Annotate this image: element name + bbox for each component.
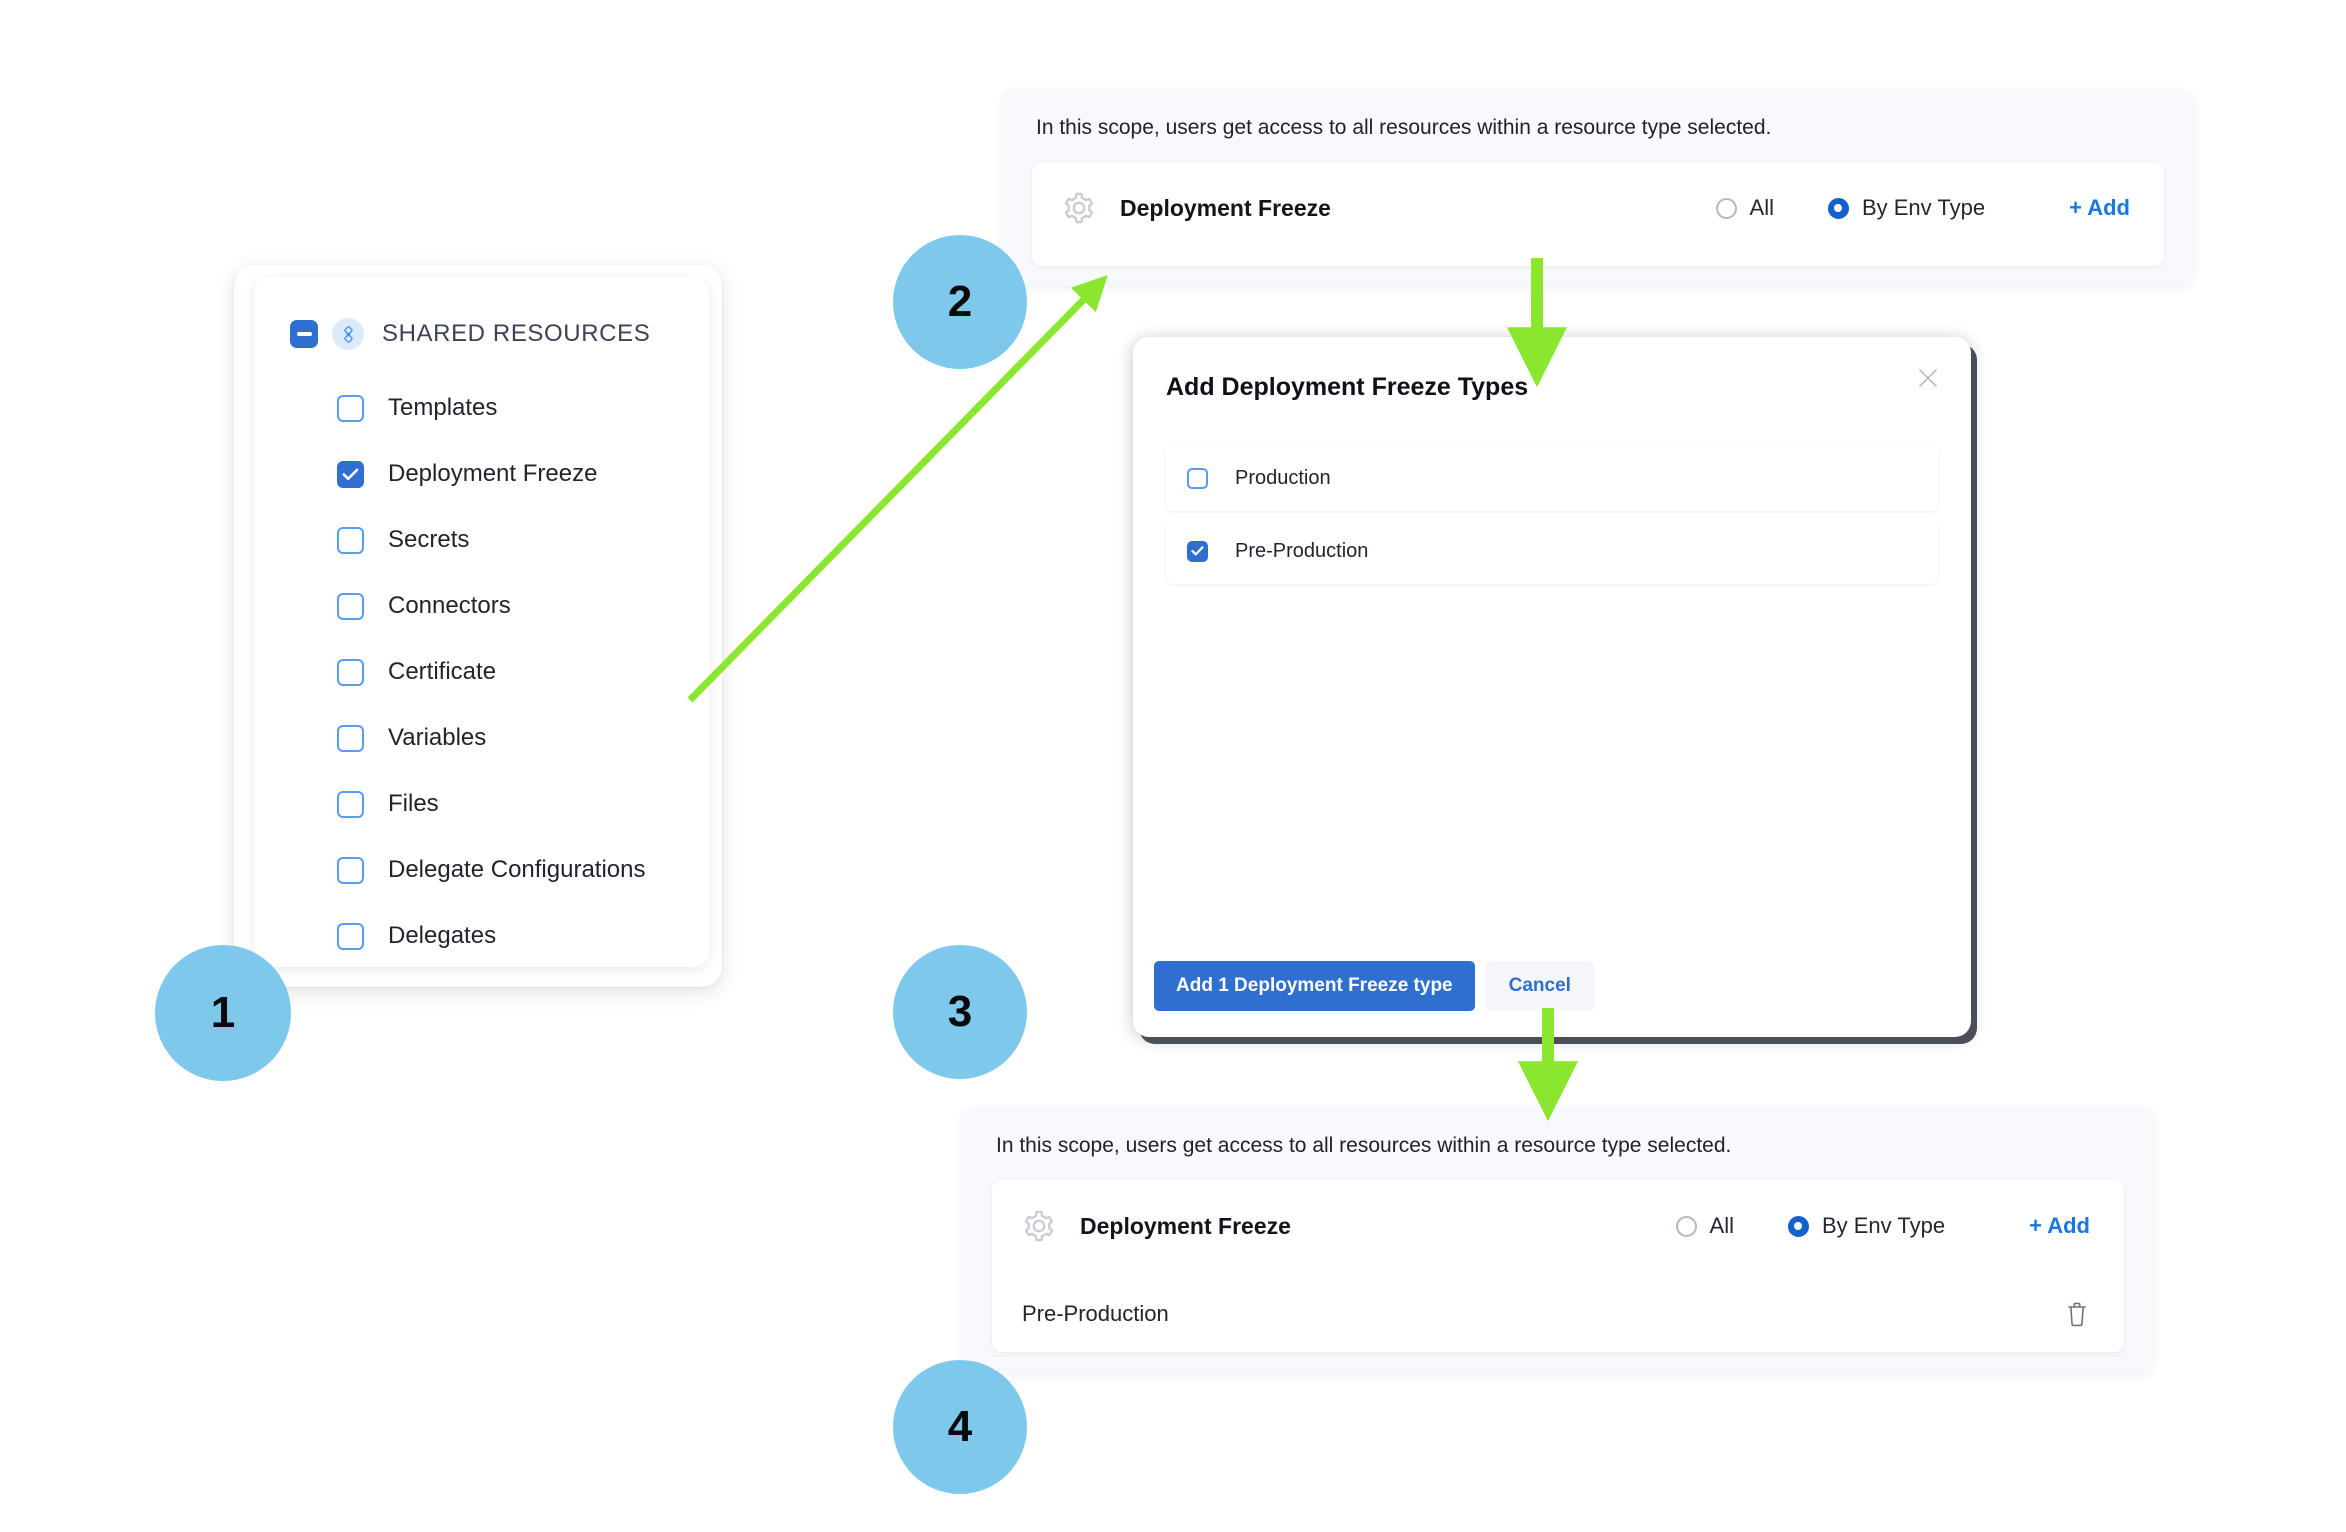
tree-item-delegate-configurations[interactable]: Delegate Configurations xyxy=(254,837,709,903)
tree-item-label: Delegate Configurations xyxy=(388,856,646,883)
step-badge-label: 1 xyxy=(210,988,236,1037)
check-icon xyxy=(1191,546,1204,556)
modal-option-production[interactable]: Production xyxy=(1166,445,1938,511)
add-button[interactable]: + Add xyxy=(2069,195,2130,220)
modal-footer: Add 1 Deployment Freeze type Cancel xyxy=(1154,961,1595,1011)
scope-resource-row: Deployment Freeze All By Env Type + Add xyxy=(1032,162,2164,254)
resource-tree-panel: SHARED RESOURCES Templates Deployment Fr… xyxy=(254,277,709,967)
step-badge-2: 2 xyxy=(893,235,1027,369)
add-button[interactable]: + Add xyxy=(2029,1213,2090,1238)
scope-radio-group: All By Env Type xyxy=(1622,1213,1946,1239)
shared-resources-indeterminate-checkbox[interactable] xyxy=(290,320,318,348)
radio-option-all[interactable]: All xyxy=(1715,195,1774,221)
close-button[interactable] xyxy=(1913,363,1943,393)
checkbox-connectors[interactable] xyxy=(337,592,364,620)
scope-panel-bottom: In this scope, users get access to all r… xyxy=(962,1108,2154,1374)
modal-option-label: Pre-Production xyxy=(1235,539,1369,562)
radio-dot xyxy=(1794,1222,1803,1230)
tree-item-label: Certificate xyxy=(388,658,497,685)
arrow-tree-to-scope xyxy=(687,275,1108,703)
radio-label: By Env Type xyxy=(1861,195,1986,220)
radio-by-env-type[interactable] xyxy=(1787,1215,1809,1237)
tree-item-delegates[interactable]: Delegates xyxy=(254,903,709,967)
scope-panel-top: In this scope, users get access to all r… xyxy=(1002,90,2194,286)
modal-option-label: Production xyxy=(1235,466,1331,489)
modal-title: Add Deployment Freeze Types xyxy=(1166,373,1529,401)
scope-resource-title: Deployment Freeze xyxy=(1080,1212,1291,1239)
scope-resource-card: Deployment Freeze All By Env Type + Add … xyxy=(992,1180,2124,1356)
checkbox-delegates[interactable] xyxy=(337,922,364,950)
scope-note: In this scope, users get access to all r… xyxy=(996,1134,1732,1157)
gear-icon xyxy=(1024,1210,1054,1242)
radio-dot xyxy=(1834,204,1843,212)
checkbox-deployment-freeze[interactable] xyxy=(337,460,364,488)
tree-item-label: Connectors xyxy=(388,592,511,619)
trash-icon[interactable] xyxy=(2064,1300,2090,1328)
radio-option-all[interactable]: All xyxy=(1675,1213,1734,1239)
modal-option-pre-production[interactable]: Pre-Production xyxy=(1166,518,1938,584)
tree-item-templates[interactable]: Templates xyxy=(254,375,709,441)
gear-icon xyxy=(1064,192,1094,224)
checkbox-files[interactable] xyxy=(337,790,364,818)
cancel-button[interactable]: Cancel xyxy=(1484,961,1595,1011)
tree-item-certificate[interactable]: Certificate xyxy=(254,639,709,705)
step-badge-3: 3 xyxy=(893,945,1027,1079)
tree-item-deployment-freeze[interactable]: Deployment Freeze xyxy=(254,441,709,507)
modal-option-list: Production Pre-Production xyxy=(1166,445,1938,591)
checkbox-templates[interactable] xyxy=(337,394,364,422)
step-badge-1: 1 xyxy=(155,945,291,1081)
radio-by-env-type[interactable] xyxy=(1827,197,1849,219)
scope-resource-row: Deployment Freeze All By Env Type + Add xyxy=(992,1180,2124,1272)
tree-item-label: Secrets xyxy=(388,526,470,553)
radio-all[interactable] xyxy=(1715,197,1737,219)
checkbox-certificate[interactable] xyxy=(337,658,364,686)
shared-resources-icon xyxy=(332,318,364,350)
radio-option-by-env-type[interactable]: By Env Type xyxy=(1827,195,1986,221)
tree-item-label: Delegates xyxy=(388,922,497,949)
resource-tree-list: Templates Deployment Freeze Secrets Conn… xyxy=(254,375,709,967)
step-badge-label: 4 xyxy=(947,1402,973,1451)
tree-item-connectors[interactable]: Connectors xyxy=(254,573,709,639)
check-icon xyxy=(342,468,359,480)
tree-item-label: Templates xyxy=(388,394,498,421)
scope-resource-card: Deployment Freeze All By Env Type + Add xyxy=(1032,162,2164,266)
tree-item-label: Variables xyxy=(388,724,487,751)
checkbox-secrets[interactable] xyxy=(337,526,364,554)
scope-note: In this scope, users get access to all r… xyxy=(1036,116,1772,139)
checkbox-production[interactable] xyxy=(1187,467,1208,489)
close-icon xyxy=(1919,369,1937,387)
radio-all[interactable] xyxy=(1675,1215,1697,1237)
selected-env-type-label: Pre-Production xyxy=(1022,1300,1169,1326)
minus-icon xyxy=(296,332,312,336)
step-badge-label: 2 xyxy=(947,277,973,326)
add-deployment-freeze-types-modal: Add Deployment Freeze Types Production P… xyxy=(1133,337,1971,1037)
tree-item-secrets[interactable]: Secrets xyxy=(254,507,709,573)
tree-item-label: Files xyxy=(388,790,439,817)
tree-item-label: Deployment Freeze xyxy=(388,460,598,487)
checkbox-delegate-configurations[interactable] xyxy=(337,856,364,884)
radio-label: All xyxy=(1709,1213,1734,1238)
step-badge-4: 4 xyxy=(893,1360,1027,1494)
checkbox-pre-production[interactable] xyxy=(1187,540,1208,562)
radio-label: All xyxy=(1749,195,1774,220)
tree-item-files[interactable]: Files xyxy=(254,771,709,837)
radio-label: By Env Type xyxy=(1821,1213,1946,1238)
step-badge-label: 3 xyxy=(947,987,973,1036)
selected-env-type-row: Pre-Production xyxy=(992,1272,2124,1356)
resource-tree-header[interactable]: SHARED RESOURCES xyxy=(254,315,709,353)
scope-radio-group: All By Env Type xyxy=(1662,195,1986,221)
tree-item-variables[interactable]: Variables xyxy=(254,705,709,771)
scope-resource-title: Deployment Freeze xyxy=(1120,194,1331,221)
add-types-button[interactable]: Add 1 Deployment Freeze type xyxy=(1154,961,1475,1011)
radio-option-by-env-type[interactable]: By Env Type xyxy=(1787,1213,1946,1239)
resource-tree-title: SHARED RESOURCES xyxy=(382,320,651,347)
checkbox-variables[interactable] xyxy=(337,724,364,752)
